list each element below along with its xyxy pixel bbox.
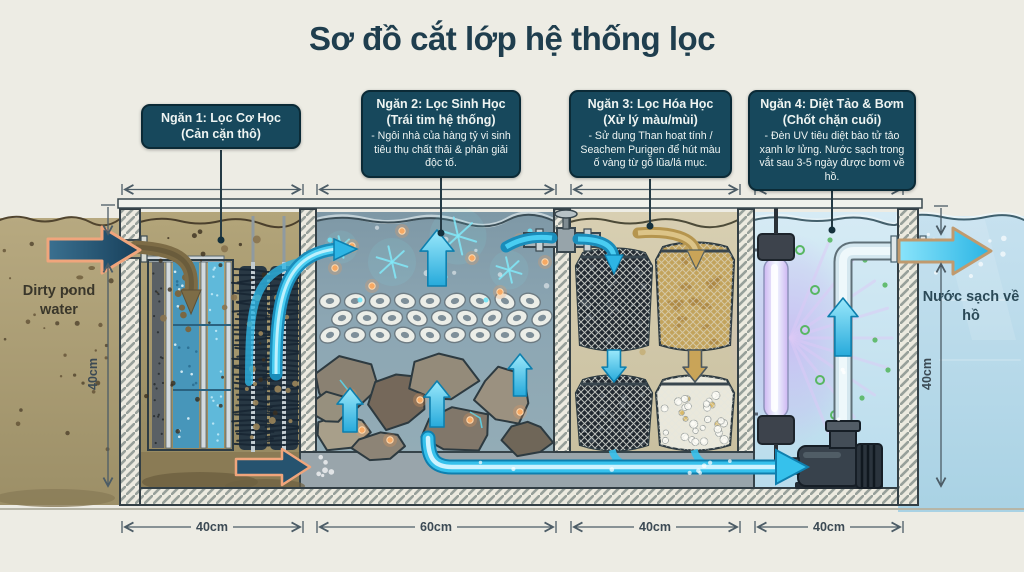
inflow-label: Dirty pond water — [22, 283, 96, 318]
outflow-label: Nước sạch về hồ — [922, 289, 1020, 324]
callout-body: - Ngôi nhà của hàng tỷ vi sinh tiêu thụ … — [371, 130, 511, 170]
callout-chamber-3: Ngăn 3: Lọc Hóa Học (Xử lý màu/mùi) - Sử… — [569, 90, 732, 178]
water-surface-waves — [0, 211, 1024, 361]
divider-3 — [737, 208, 755, 453]
uv-lamp-cap-top — [757, 233, 795, 261]
sponge-pad-fine — [208, 262, 224, 448]
pump-outlet-stub — [829, 429, 857, 449]
callout-heading: Ngăn 4: Diệt Tảo & Bơm — [760, 97, 904, 111]
ch1-bottom-transfer-arrow — [234, 447, 312, 487]
tank-wall-right — [897, 208, 919, 506]
media-bag-carbon — [574, 247, 654, 352]
dim-width-4: 40cm — [808, 520, 850, 534]
ceramic-rings — [318, 292, 553, 344]
callout-subheading: (Cản cặn thô) — [181, 126, 261, 141]
divider-1 — [299, 208, 317, 453]
pipe-bubbles — [316, 310, 850, 478]
divider-2 — [553, 208, 571, 453]
pond-bed — [0, 489, 115, 507]
dim-width-1: 40cm — [191, 520, 233, 534]
valve-handwheel — [554, 209, 578, 219]
media-bag-pellet — [654, 374, 736, 452]
vertical-flow-arrows — [336, 229, 859, 433]
chamber2-bio-media — [310, 207, 555, 462]
chamber4-uv-zone — [728, 208, 894, 470]
pump-union-nut — [825, 420, 861, 432]
callout-body: - Đèn UV tiêu diệt bào tử tảo xanh lơ lử… — [759, 130, 905, 183]
page-title: Sơ đồ cắt lớp hệ thống lọc — [308, 20, 716, 57]
filter-wool-pad — [152, 262, 164, 448]
dim-width-2: 60cm — [415, 520, 457, 534]
tank-bottom-slab — [119, 487, 919, 506]
callout-subheading: (Chốt chặn cuối) — [782, 112, 882, 127]
callout-chamber-2: Ngăn 2: Lọc Sinh Học (Trái tim hệ thống)… — [361, 90, 521, 178]
media-bags — [574, 241, 736, 452]
chamber3-chemical-media — [574, 241, 736, 452]
callout-subheading: (Xử lý màu/mùi) — [603, 112, 698, 127]
callout-chamber-1: Ngăn 1: Lọc Cơ Học (Cản cặn thô) — [141, 104, 301, 150]
outflow-arrow — [897, 226, 993, 276]
callout-body: - Sử dụng Than hoạt tính / Seachem Purig… — [580, 130, 721, 170]
media-bag-carbon — [574, 374, 654, 452]
media-bag-gold — [654, 241, 736, 352]
callout-heading: Ngăn 2: Lọc Sinh Học — [376, 97, 506, 111]
callout-heading: Ngăn 1: Lọc Cơ Học — [160, 111, 281, 125]
callout-subheading: (Trái tim hệ thống) — [386, 112, 496, 127]
uv-lamp-cap-bottom — [757, 415, 795, 445]
flow-arrows — [46, 225, 993, 487]
tank-lid — [117, 198, 923, 209]
dim-height-left: 40cm — [86, 358, 100, 390]
dim-height-right: 40cm — [920, 358, 934, 390]
callout-heading: Ngăn 3: Lọc Hóa Học — [587, 97, 714, 111]
dim-width-3: 40cm — [634, 520, 676, 534]
microbe-glyphs — [324, 207, 529, 290]
inflow-arrow — [46, 225, 142, 275]
tank-structure — [0, 198, 1024, 510]
tank-wall-left — [119, 208, 141, 506]
callout-chamber-4: Ngăn 4: Diệt Tảo & Bơm (Chốt chặn cuối) … — [748, 90, 916, 192]
